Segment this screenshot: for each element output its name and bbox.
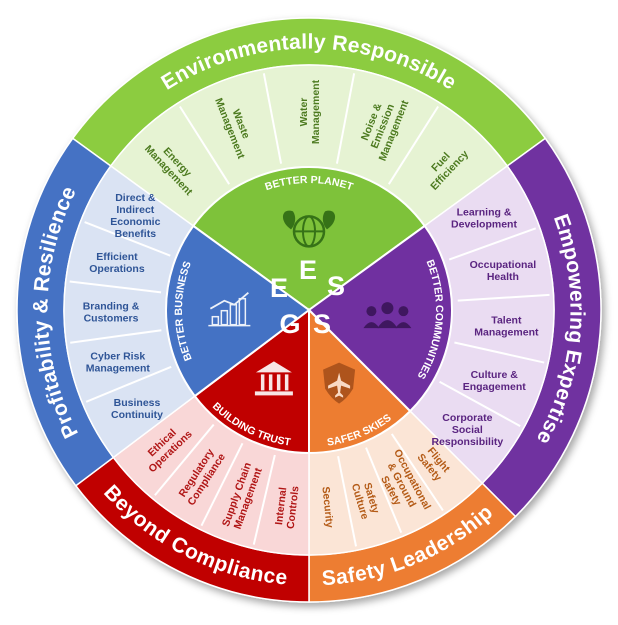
courthouse-icon xyxy=(254,361,293,396)
topic-divider xyxy=(448,227,537,261)
globe-leaves-icon xyxy=(282,210,336,248)
topic-label: Noise &EmissionManagement xyxy=(354,89,411,162)
center-letter-1: S xyxy=(327,271,345,301)
topic-divider xyxy=(154,423,215,496)
topic-divider xyxy=(252,454,276,545)
pillar-slice-social-people xyxy=(307,224,453,413)
topic-label: Branding &Customers xyxy=(83,301,140,325)
topic-divider xyxy=(439,380,521,427)
topic-divider xyxy=(200,442,244,527)
topic-divider xyxy=(70,329,162,344)
shield-plane-icon xyxy=(323,362,356,404)
topic-divider xyxy=(390,433,444,511)
topic-label: Culture &Engagement xyxy=(463,369,527,393)
topic-divider xyxy=(454,341,545,364)
center-letter-2: S xyxy=(313,309,331,339)
topic-divider xyxy=(85,365,172,403)
topic-divider xyxy=(365,447,403,534)
topic-label: WaterManagement xyxy=(298,79,322,144)
pillar-slice-business xyxy=(165,224,311,398)
topic-divider xyxy=(179,105,231,185)
pillar-slice-social-safety xyxy=(308,307,412,455)
topic-label: Security xyxy=(319,486,335,529)
topic-divider xyxy=(335,73,356,164)
topic-divider xyxy=(337,455,357,547)
topic-divider xyxy=(69,280,162,294)
topic-label: Learning &Development xyxy=(451,206,517,230)
topic-divider xyxy=(84,221,171,257)
pillar-ring xyxy=(165,166,453,455)
pillar-slice-environment xyxy=(191,166,427,312)
center-letter-0: E xyxy=(299,255,317,285)
topic-label: InternalControls xyxy=(273,484,302,530)
topic-divider xyxy=(457,293,550,302)
pillar-slice-governance xyxy=(193,307,310,455)
bar-chart-icon xyxy=(208,292,251,327)
center-letter-4: E xyxy=(270,273,288,303)
people-group-icon xyxy=(363,302,412,329)
center-letter-3: G xyxy=(279,309,300,339)
topic-divider xyxy=(262,73,283,164)
topic-divider xyxy=(387,105,439,185)
